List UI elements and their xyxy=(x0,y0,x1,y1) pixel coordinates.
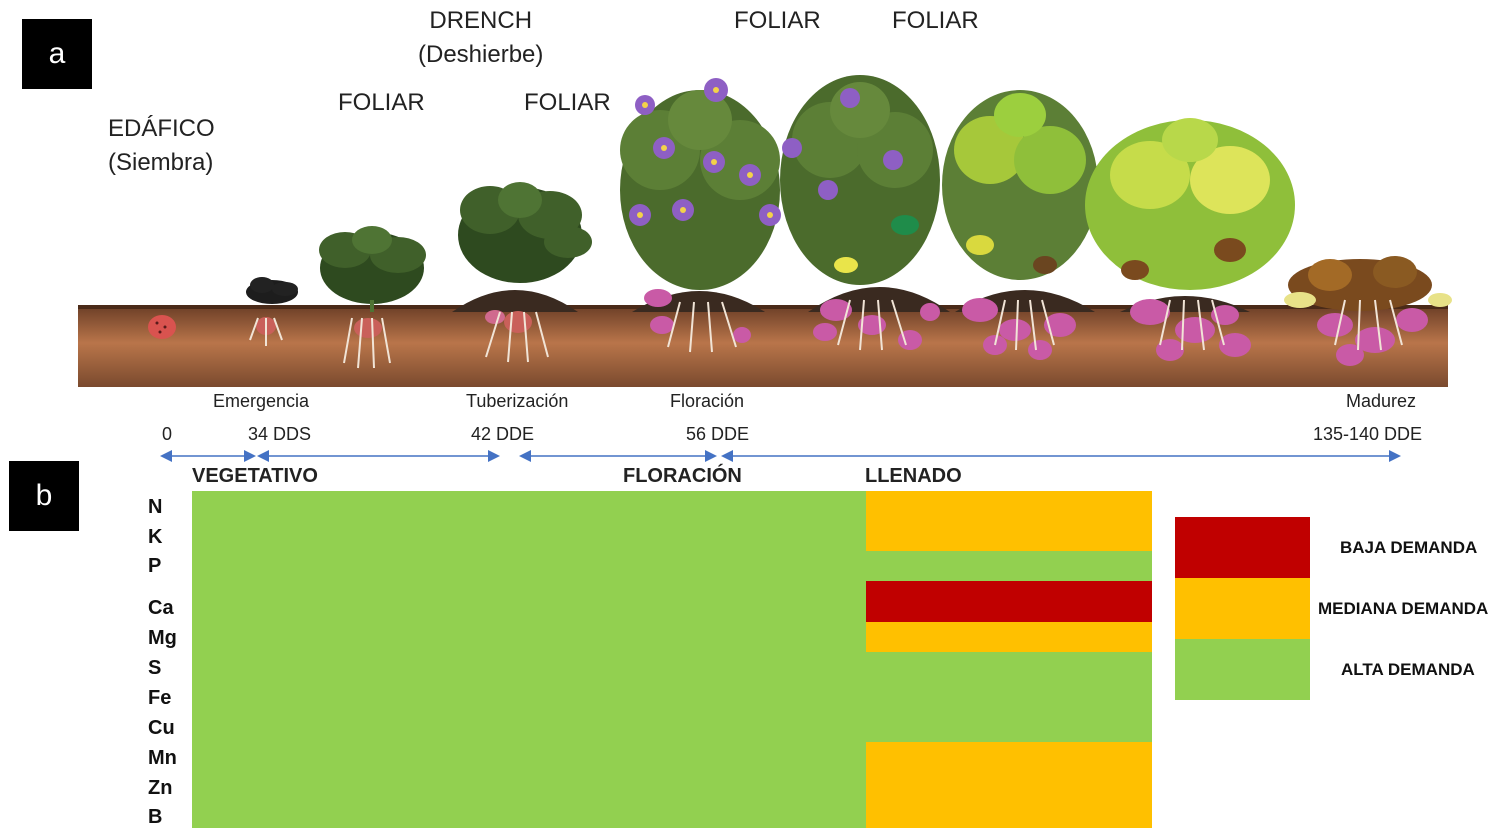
nutrient-label-mn: Mn xyxy=(148,743,177,773)
demand-cell-llenado-k xyxy=(866,521,1152,551)
demand-cell-llenado-fe xyxy=(866,682,1152,712)
nutrient-label-fe: Fe xyxy=(148,683,171,713)
nutrient-label-p: P xyxy=(148,551,161,581)
nutrient-label-s: S xyxy=(148,653,161,683)
legend-label-alta: ALTA DEMANDA xyxy=(1341,660,1475,680)
demand-cell-llenado-mn xyxy=(866,742,1152,772)
nutrient-label-n: N xyxy=(148,492,162,522)
legend-swatch-baja xyxy=(1175,517,1310,578)
nutrient-label-mg: Mg xyxy=(148,623,177,653)
demand-cell-llenado-mg xyxy=(866,622,1152,652)
demand-cell-llenado-p xyxy=(866,551,1152,581)
nutrient-label-cu: Cu xyxy=(148,713,175,743)
legend-swatch-alta xyxy=(1175,639,1310,700)
demand-cell-llenado-n xyxy=(866,491,1152,521)
demand-cell-llenado-zn xyxy=(866,772,1152,802)
demand-cell-llenado-s xyxy=(866,652,1152,682)
demand-cell-llenado-ca xyxy=(866,581,1152,622)
nutrient-label-zn: Zn xyxy=(148,773,172,803)
nutrient-label-k: K xyxy=(148,522,162,552)
demand-cell-llenado-cu xyxy=(866,712,1152,742)
nutrient-label-ca: Ca xyxy=(148,593,174,623)
demand-block-vegetativo-floracion xyxy=(192,491,866,828)
legend-swatch-mediana xyxy=(1175,578,1310,639)
demand-cell-llenado-b xyxy=(866,802,1152,828)
legend-label-baja: BAJA DEMANDA xyxy=(1340,538,1477,558)
legend-label-mediana: MEDIANA DEMANDA xyxy=(1318,599,1488,619)
